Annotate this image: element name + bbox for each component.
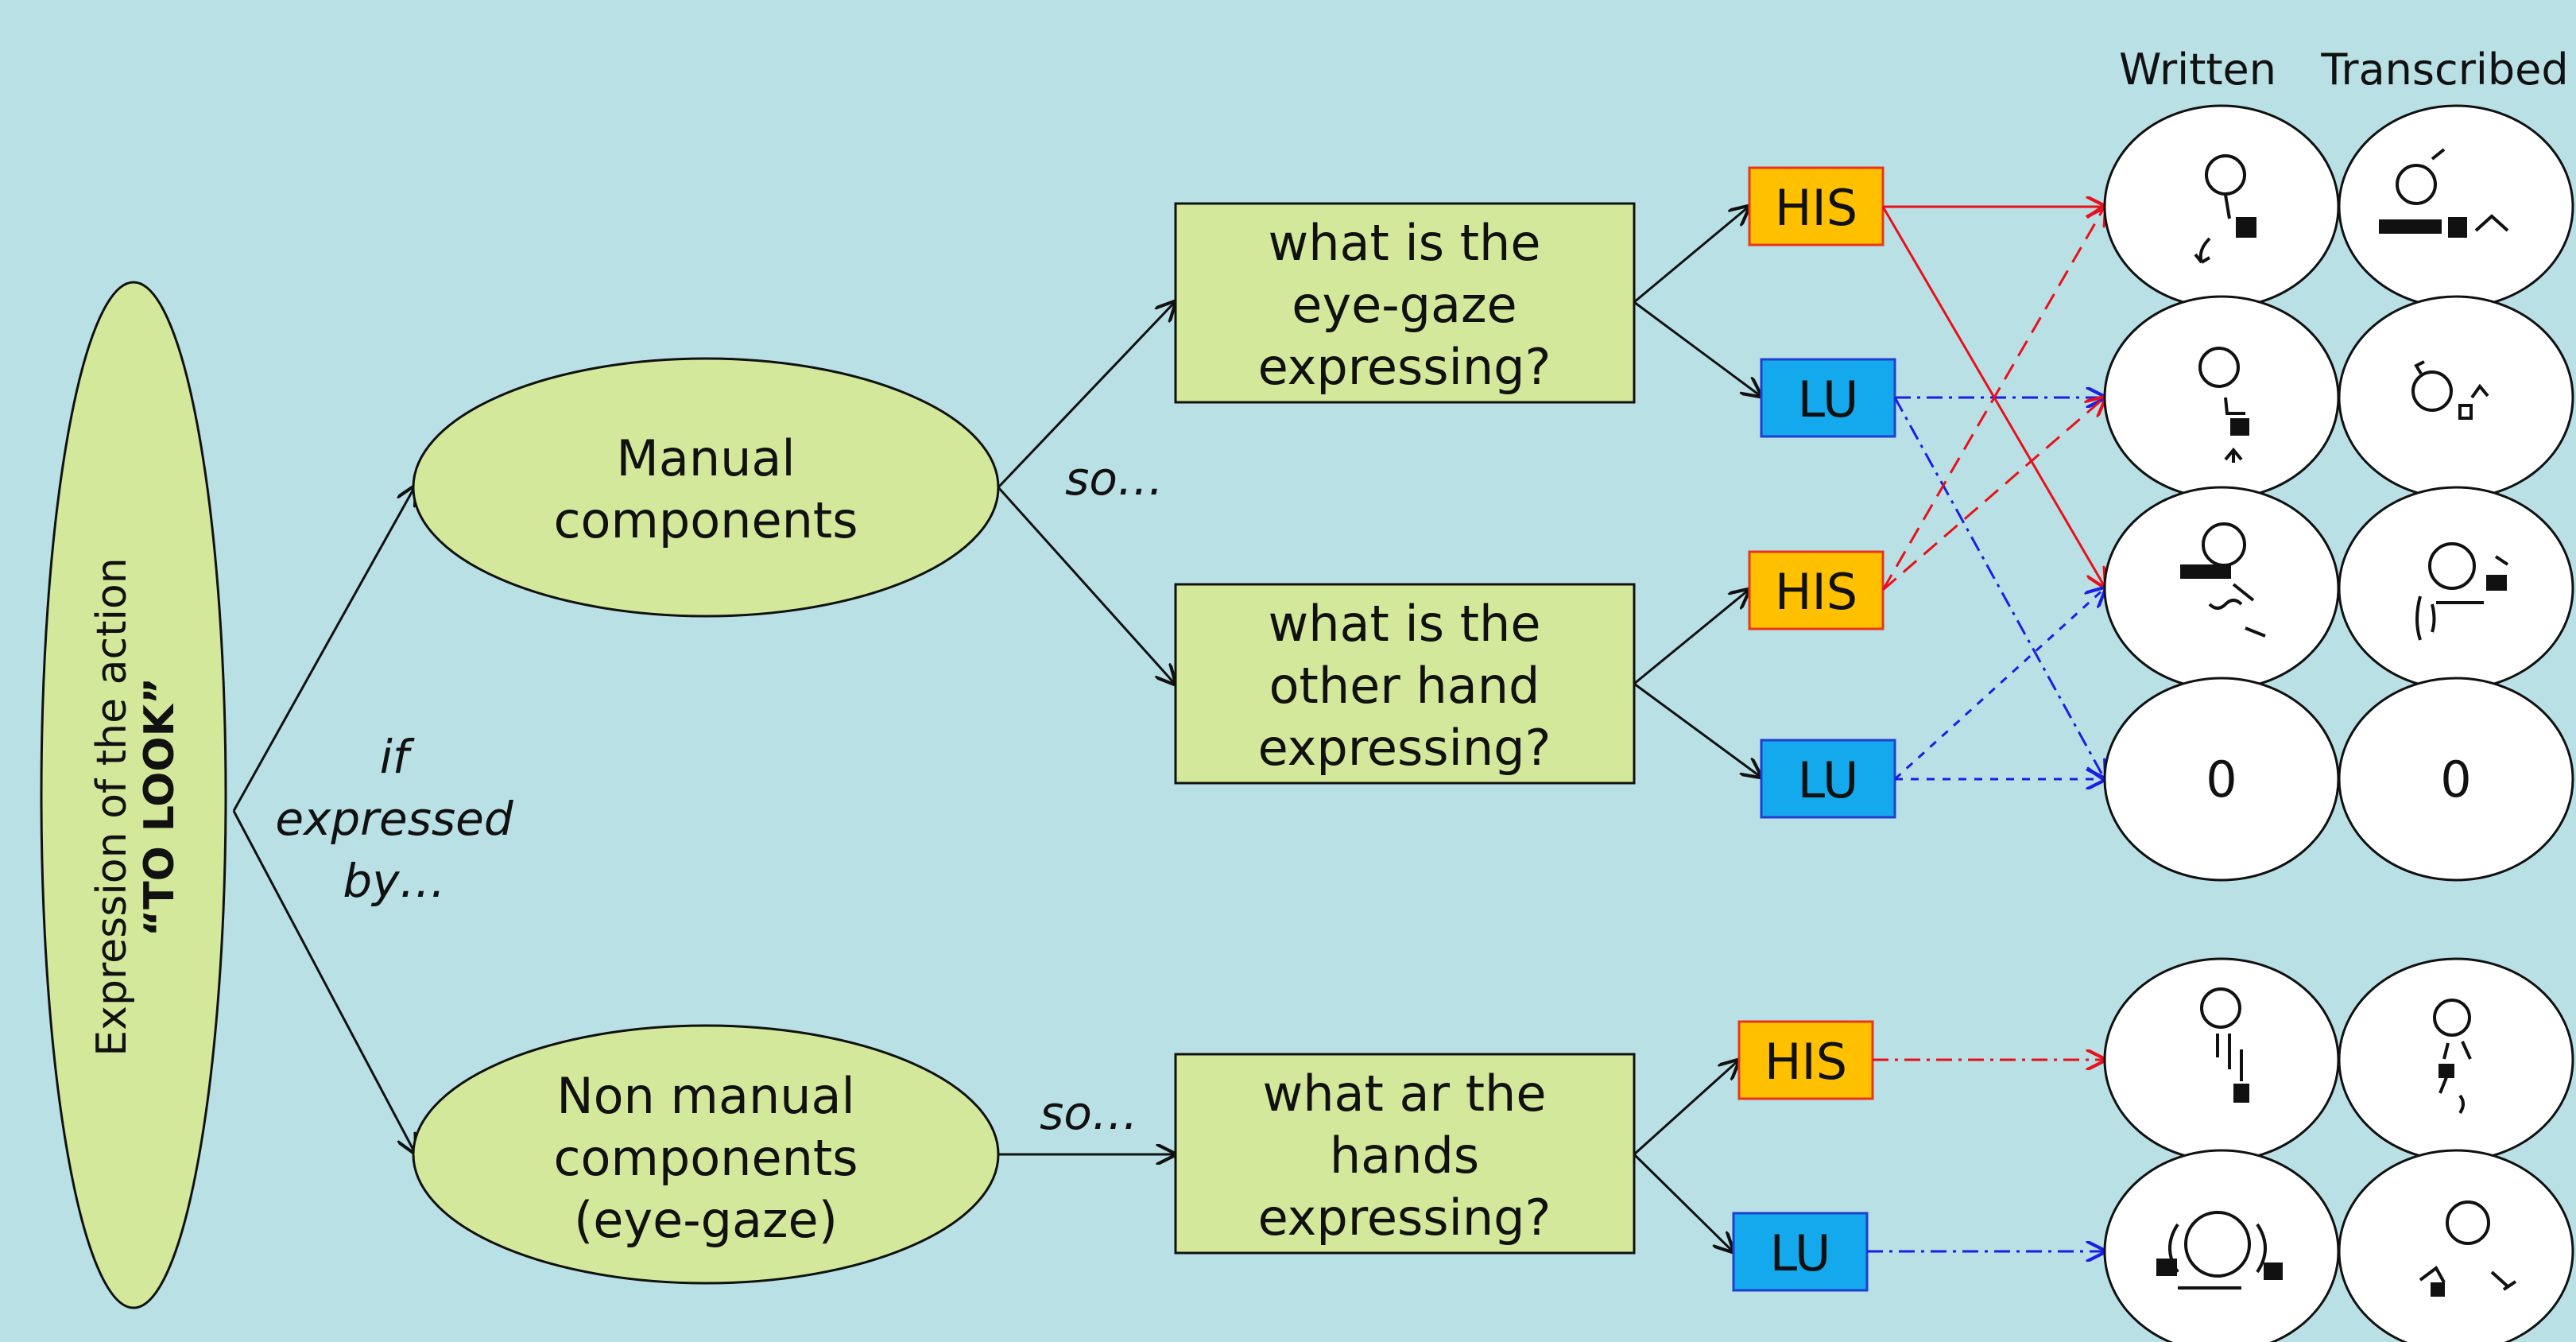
link-lu2-row3 xyxy=(1893,588,2105,781)
sign-writing-figure-icon xyxy=(2379,148,2509,238)
arrow-manual-q1 xyxy=(997,302,1175,489)
nonmanual-label-line2: components xyxy=(553,1129,858,1187)
lu-box-2: LU xyxy=(1760,739,1896,819)
q2-line2: other hand xyxy=(1269,657,1540,715)
column-header-transcribed: Transcribed xyxy=(2320,45,2568,95)
q2-line1: what is the xyxy=(1269,595,1541,653)
his-label: HIS xyxy=(1775,563,1857,621)
question-box-other-hand: what is the other hand expressing? xyxy=(1174,583,1636,785)
arrow-q1-lu xyxy=(1633,301,1761,396)
written-circle-row5 xyxy=(2103,957,2340,1162)
arrow-manual-q2 xyxy=(997,486,1175,684)
question-box-eye-gaze: what is the eye-gaze expressing? xyxy=(1174,202,1636,404)
nonmanual-label-line3: (eye-gaze) xyxy=(574,1191,838,1249)
q1-line1: what is the xyxy=(1269,214,1541,272)
transcribed-circle-row4: 0 xyxy=(2338,677,2574,882)
sign-writing-figure-icon xyxy=(2200,987,2249,1103)
lu-label: LU xyxy=(1770,1224,1831,1282)
lu-label: LU xyxy=(1798,751,1859,809)
root-node: Expression of the action “TO LOOK” xyxy=(40,281,227,1309)
link-his2-row1 xyxy=(1881,207,2105,591)
q1-line3: expressing? xyxy=(1258,338,1551,396)
if-label-line3: by… xyxy=(343,854,445,908)
zero-transcribed: 0 xyxy=(2440,751,2471,809)
arrow-q3-his xyxy=(1633,1061,1738,1156)
lu-box-1: LU xyxy=(1760,358,1896,438)
q3-line1: what ar the xyxy=(1263,1065,1547,1123)
sign-writing-figure-icon xyxy=(2415,542,2509,641)
if-label-line1: if xyxy=(380,730,415,784)
non-manual-components-node: Non manual components (eye-gaze) xyxy=(412,1024,1000,1285)
his-label: HIS xyxy=(1775,179,1857,237)
sign-writing-figure-icon xyxy=(2156,1211,2283,1290)
written-circle-row6 xyxy=(2103,1149,2340,1342)
root-label-line1: Expression of the action xyxy=(88,557,136,1056)
link-his2-row2 xyxy=(1882,398,2105,591)
q1-line2: eye-gaze xyxy=(1292,276,1517,334)
written-circle-row2 xyxy=(2103,295,2340,500)
manual-label-line2: components xyxy=(553,491,858,549)
lu-box-3: LU xyxy=(1732,1212,1869,1292)
so-label-manual: so… xyxy=(1065,452,1164,506)
arrow-q2-his xyxy=(1633,590,1749,685)
manual-label-line1: Manual xyxy=(616,429,795,487)
manual-components-node: Manual components xyxy=(412,357,1000,618)
link-lu1-row4 xyxy=(1893,397,2105,779)
sign-writing-figure-icon xyxy=(2194,154,2256,264)
transcribed-circle-row5 xyxy=(2338,957,2574,1162)
q3-line3: expressing? xyxy=(1258,1189,1551,1247)
written-circle-row1 xyxy=(2103,104,2340,309)
transcribed-circle-row3 xyxy=(2338,486,2574,691)
arrow-q1-his xyxy=(1633,207,1749,304)
his-box-1: HIS xyxy=(1748,166,1885,246)
lu-label: LU xyxy=(1798,370,1859,429)
zero-written: 0 xyxy=(2206,751,2237,809)
nonmanual-label-line1: Non manual xyxy=(556,1067,855,1125)
transcribed-circle-row1 xyxy=(2338,104,2574,309)
his-label: HIS xyxy=(1764,1033,1847,1091)
q3-line2: hands xyxy=(1330,1127,1479,1185)
if-expressed-by-label: if expressed by… xyxy=(275,730,513,908)
sign-writing-figure-icon xyxy=(2180,522,2266,638)
sign-writing-figure-icon xyxy=(2411,360,2489,420)
sign-writing-figure-icon xyxy=(2433,999,2472,1115)
written-circle-row4: 0 xyxy=(2103,677,2340,882)
arrow-root-nonmanual xyxy=(232,810,415,1153)
so-label-nonmanual: so… xyxy=(1040,1086,1138,1140)
transcribed-circle-row6 xyxy=(2338,1149,2574,1342)
arrow-q3-lu xyxy=(1633,1153,1733,1251)
transcribed-circle-row2 xyxy=(2338,295,2574,500)
sign-writing-figure-icon xyxy=(2198,347,2249,463)
q2-line3: expressing? xyxy=(1258,719,1551,777)
sign-writing-figure-icon xyxy=(2419,1200,2517,1297)
arrow-q2-lu xyxy=(1633,682,1761,777)
his-box-3: HIS xyxy=(1737,1020,1874,1100)
arrow-root-manual xyxy=(232,487,415,812)
his-box-2: HIS xyxy=(1748,550,1885,630)
column-header-written: Written xyxy=(2119,45,2276,95)
written-circle-row3 xyxy=(2103,486,2340,691)
question-box-hands: what ar the hands expressing? xyxy=(1174,1053,1636,1255)
root-label-line2: “TO LOOK” xyxy=(136,677,184,937)
if-label-line2: expressed xyxy=(275,792,513,846)
